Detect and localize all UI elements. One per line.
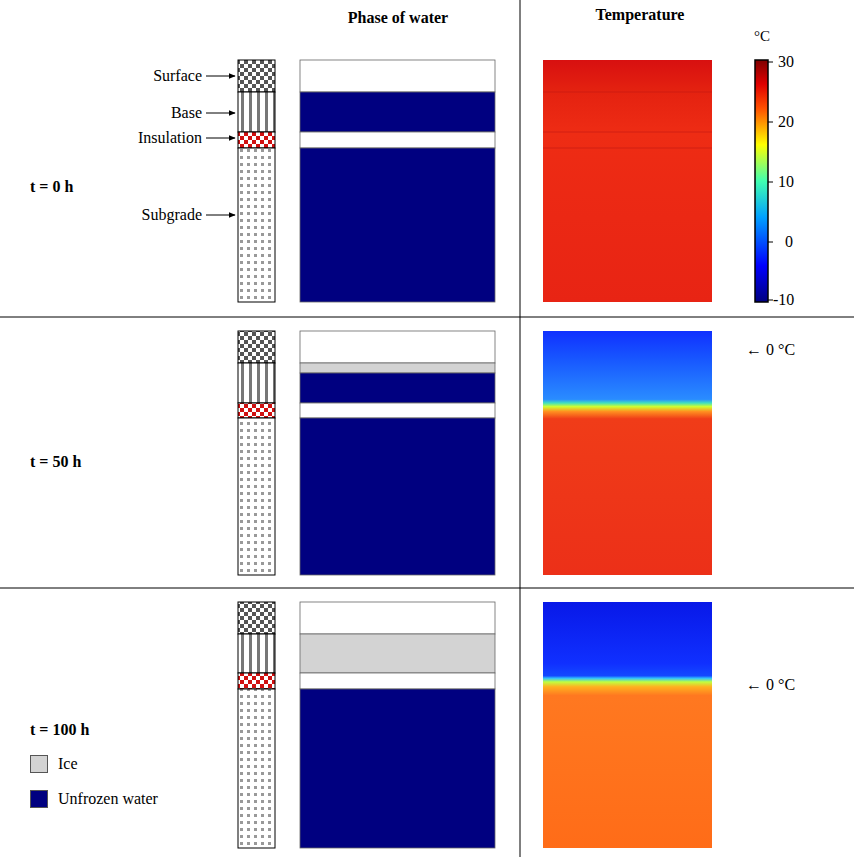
isotherm-marker: ← 0 °C [746, 676, 795, 694]
layer-column [238, 60, 275, 302]
legend-swatch [30, 755, 48, 773]
layer-name: Subgrade [142, 206, 202, 224]
phase-column [300, 331, 495, 575]
time-label: t = 0 h [30, 178, 73, 196]
legend-text: Unfrozen water [58, 790, 158, 808]
layer-name: Insulation [138, 129, 202, 147]
column-heading: Phase of water [348, 9, 448, 27]
colorbar-tick: 10 [778, 173, 794, 191]
layer-name: Base [171, 104, 202, 122]
time-label: t = 100 h [30, 721, 89, 739]
colorbar-tick: -10 [773, 291, 794, 309]
phase-column [300, 602, 495, 848]
colorbar-tick: 30 [778, 53, 794, 71]
column-heading: Temperature [596, 6, 685, 24]
layer-name: Surface [153, 67, 202, 85]
time-label: t = 50 h [30, 453, 81, 471]
phase-column [300, 60, 495, 302]
legend-item: Unfrozen water [30, 790, 158, 808]
colorbar-tick: 20 [778, 113, 794, 131]
temperature-field [543, 331, 712, 575]
legend-text: Ice [58, 755, 78, 773]
temperature-field [543, 60, 712, 302]
layer-column [238, 602, 275, 848]
layer-column [238, 331, 275, 575]
legend-swatch [30, 790, 48, 808]
legend-item: Ice [30, 755, 78, 773]
temperature-field [543, 602, 712, 848]
colorbar-tick: 0 [785, 233, 793, 251]
isotherm-marker: ← 0 °C [746, 341, 795, 359]
unit-label: °C [754, 28, 770, 45]
colorbar [755, 60, 768, 302]
